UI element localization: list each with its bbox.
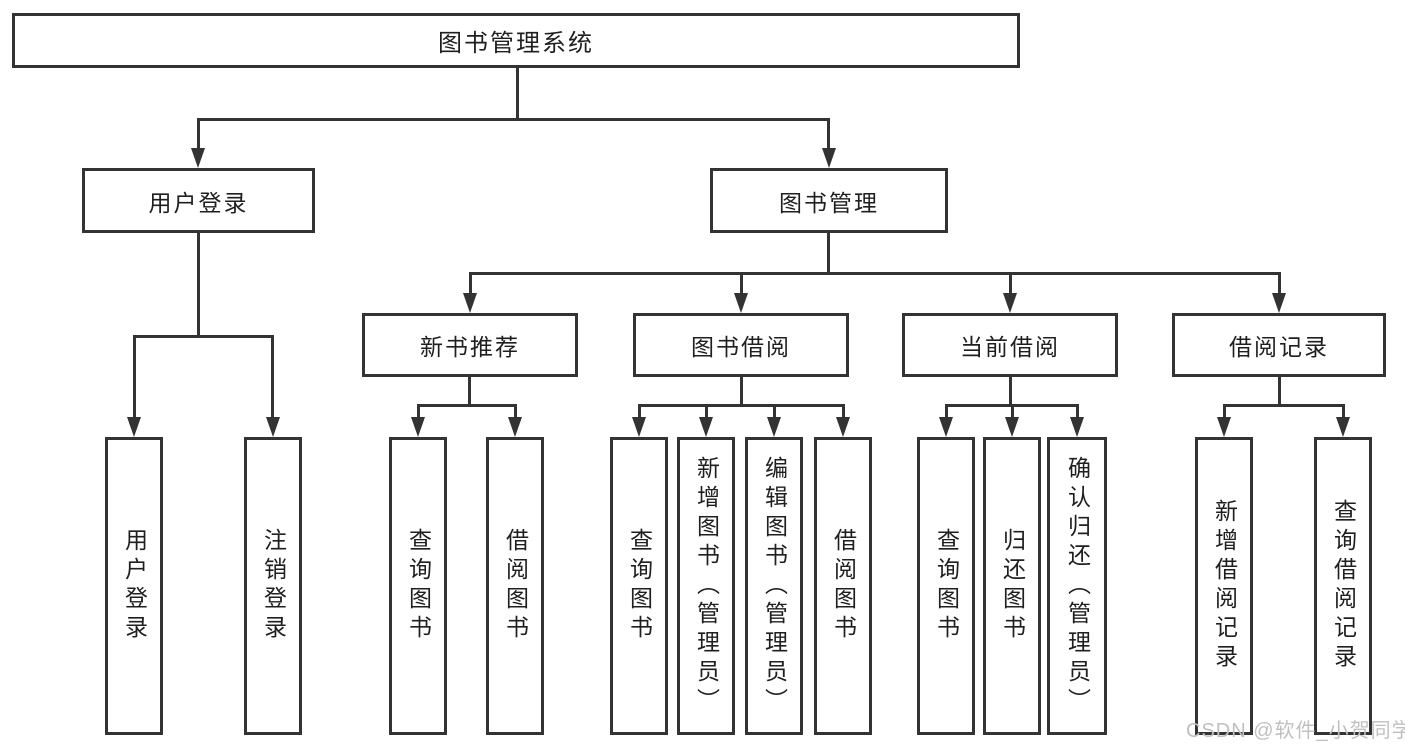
node-label: 查询借阅记录	[1330, 499, 1357, 673]
arrowhead-down	[1003, 293, 1017, 313]
arrowhead-down	[266, 417, 280, 437]
connector-vline	[1009, 272, 1012, 295]
node-label: 新书推荐	[420, 334, 520, 360]
node-label: 查询图书	[405, 528, 432, 644]
connector-vline	[1009, 377, 1012, 404]
arrowhead-down	[699, 417, 713, 437]
arrowhead-down	[939, 417, 953, 437]
node-label: 用户登录	[121, 528, 148, 644]
connector-vline	[1223, 404, 1226, 421]
connector-vline	[842, 404, 845, 421]
node-label: 借阅记录	[1229, 334, 1329, 360]
connector-hline	[1224, 404, 1343, 407]
connector-vline	[773, 404, 776, 421]
arrowhead-down	[191, 148, 205, 168]
node-label: 新增借阅记录	[1211, 499, 1238, 673]
connector-vline	[1011, 404, 1014, 421]
connector-vline	[1278, 377, 1281, 404]
connector-vline	[740, 377, 743, 404]
connector-vline	[638, 404, 641, 421]
node-user-login: 用户登录	[82, 168, 315, 233]
connector-hline	[197, 118, 830, 121]
leaf-nbr-query-books: 查询图书	[389, 437, 447, 735]
leaf-br-add-borrow-record: 新增借阅记录	[1195, 437, 1253, 735]
connector-vline	[271, 335, 274, 419]
connector-vline	[945, 404, 948, 421]
leaf-cb-return-books: 归还图书	[983, 437, 1041, 735]
node-label: 图书管理	[779, 189, 879, 216]
leaf-user-login: 用户登录	[105, 437, 163, 735]
arrowhead-down	[463, 293, 477, 313]
connector-vline	[468, 377, 471, 404]
arrowhead-down	[632, 417, 646, 437]
arrowhead-down	[1336, 417, 1350, 437]
connector-vline	[133, 335, 136, 419]
connector-hline	[639, 404, 843, 407]
node-label: 编辑图书（管理员）	[761, 455, 788, 717]
leaf-bb-add-book-admin: 新增图书（管理员）	[677, 437, 735, 735]
arrowhead-down	[411, 417, 425, 437]
leaf-bb-edit-book-admin: 编辑图书（管理员）	[745, 437, 803, 735]
leaf-bb-query-books: 查询图书	[610, 437, 668, 735]
node-label: 图书管理系统	[438, 30, 594, 57]
arrowhead-down	[508, 417, 522, 437]
node-label: 新增图书（管理员）	[693, 455, 720, 717]
connector-vline	[516, 68, 519, 118]
node-label: 当前借阅	[960, 334, 1060, 360]
arrowhead-down	[767, 417, 781, 437]
connector-vline	[417, 404, 420, 421]
connector-vline	[197, 233, 200, 335]
connector-vline	[1342, 404, 1345, 421]
node-book-borrowing: 图书借阅	[633, 313, 849, 377]
leaf-cb-query-books: 查询图书	[917, 437, 975, 735]
connector-vline	[705, 404, 708, 421]
connector-hline	[133, 335, 273, 338]
connector-vline	[469, 272, 472, 295]
arrowhead-down	[127, 417, 141, 437]
node-label: 查询图书	[933, 528, 960, 644]
leaf-nbr-borrow-books: 借阅图书	[486, 437, 544, 735]
arrowhead-down	[734, 293, 748, 313]
connector-vline	[827, 233, 830, 272]
node-label: 归还图书	[999, 528, 1026, 644]
node-book-management: 图书管理	[710, 168, 948, 233]
node-label: 注销登录	[260, 528, 287, 644]
node-label: 借阅图书	[502, 528, 529, 644]
connector-vline	[740, 272, 743, 295]
connector-hline	[418, 404, 516, 407]
arrowhead-down	[1070, 417, 1084, 437]
node-label: 用户登录	[148, 189, 249, 216]
leaf-bb-borrow-books: 借阅图书	[814, 437, 872, 735]
node-label: 借阅图书	[830, 528, 857, 644]
arrowhead-down	[836, 417, 850, 437]
connector-vline	[1076, 404, 1079, 421]
connector-hline	[470, 272, 1279, 275]
arrowhead-down	[1272, 293, 1286, 313]
node-library-management-system: 图书管理系统	[12, 13, 1020, 68]
arrowhead-down	[1005, 417, 1019, 437]
arrowhead-down	[822, 148, 836, 168]
connector-vline	[197, 118, 200, 150]
connector-vline	[827, 118, 830, 150]
node-borrowing-records: 借阅记录	[1172, 313, 1386, 377]
connector-vline	[514, 404, 517, 421]
arrowhead-down	[1217, 417, 1231, 437]
node-current-borrowing: 当前借阅	[902, 313, 1118, 377]
leaf-cb-confirm-return-admin: 确认归还（管理员）	[1047, 437, 1107, 735]
node-label: 图书借阅	[691, 334, 791, 360]
leaf-br-query-borrow-record: 查询借阅记录	[1314, 437, 1372, 735]
leaf-logout: 注销登录	[244, 437, 302, 735]
node-label: 查询图书	[626, 528, 653, 644]
node-new-book-recommendation: 新书推荐	[362, 313, 578, 377]
node-label: 确认归还（管理员）	[1064, 455, 1091, 717]
csdn-watermark: CSDN @软件_小贺同学	[1186, 720, 1405, 742]
connector-vline	[1278, 272, 1281, 295]
